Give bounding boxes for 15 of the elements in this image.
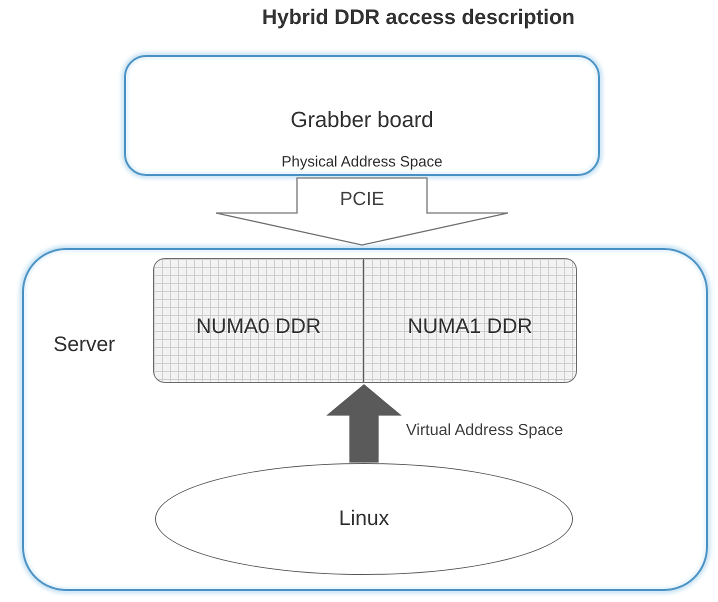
diagram-title: Hybrid DDR access description (262, 6, 575, 30)
box-title: Server (53, 332, 116, 357)
box-title: Grabber board (290, 107, 434, 134)
server-box (22, 248, 708, 591)
block-arrow (215, 177, 509, 246)
block-arrow (326, 384, 402, 463)
board-box (124, 55, 600, 176)
memory-block (364, 258, 577, 383)
edge-label: Virtual Address Space (406, 422, 564, 440)
memory-label: NUMA0 DDR (196, 314, 321, 339)
memory-block (153, 258, 364, 383)
edge-label: PCIE (340, 189, 384, 212)
os-label: Linux (338, 507, 390, 531)
memory-label: NUMA1 DDR (408, 314, 532, 339)
address-space-note: Physical Address Space (282, 154, 442, 171)
